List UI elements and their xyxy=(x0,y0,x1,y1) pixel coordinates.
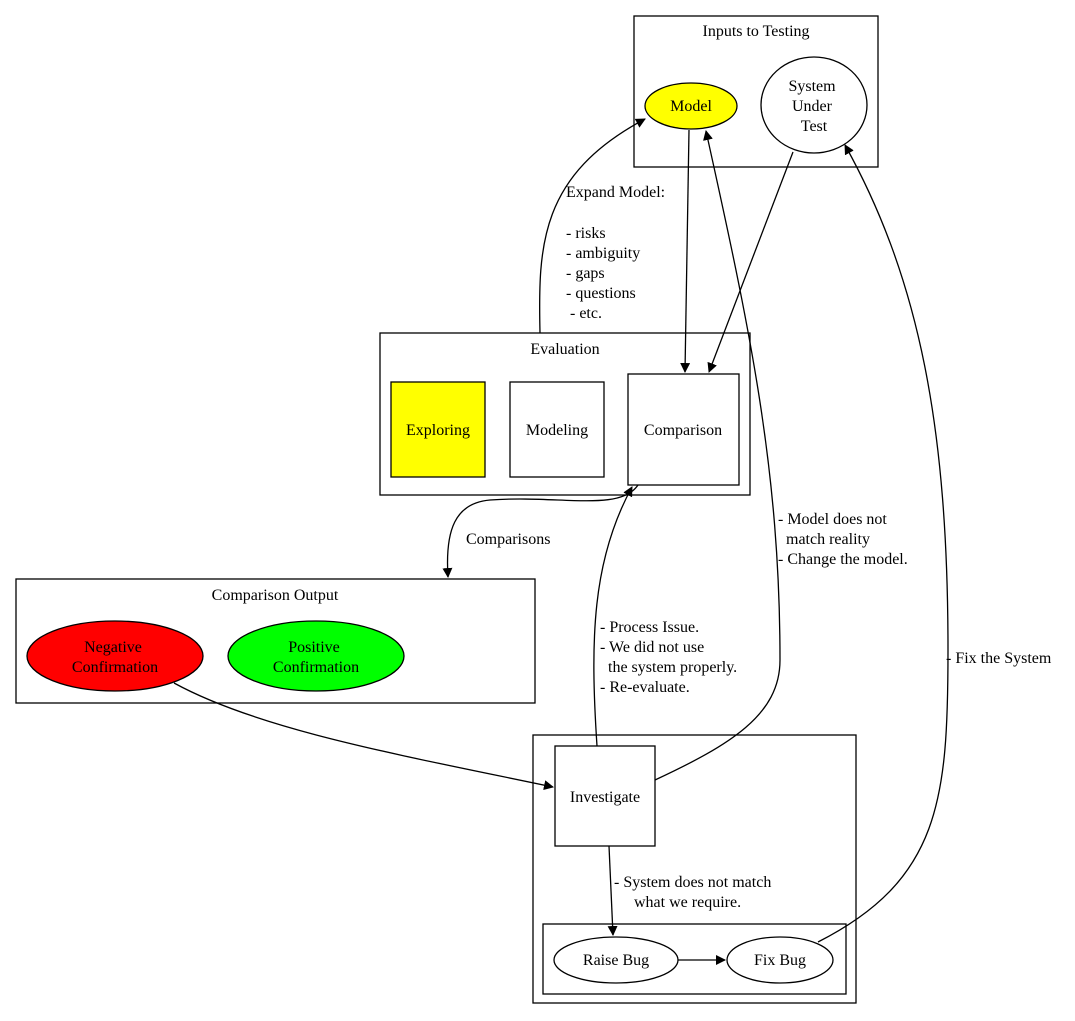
sut-line-1: System xyxy=(788,78,836,95)
label-system-mismatch: - System does not match what we require. xyxy=(614,874,771,911)
cluster-investigation xyxy=(532,734,857,1004)
label-model-mismatch: - Model does not match reality - Change … xyxy=(0,0,920,568)
edge-investigate-to-comparison xyxy=(593,486,633,747)
cluster-evaluation-label: Evaluation xyxy=(530,341,599,358)
svg-text:Positive Confirmation: Positive Confirmation xyxy=(273,639,359,676)
edge-evaluation-to-model xyxy=(538,118,646,334)
node-fix-bug: Fix Bug xyxy=(726,936,834,984)
node-fix-bug-label: Fix Bug xyxy=(754,952,806,969)
label-expand-model: Expand Model: - risks - ambiguity - gaps… xyxy=(0,0,705,322)
cluster-output-label: Comparison Output xyxy=(212,587,339,604)
node-system-under-test: System Under Test xyxy=(760,56,868,154)
node-modeling: Modeling xyxy=(509,381,605,478)
positive-line-1: Positive xyxy=(288,639,340,656)
edge-sut-to-comparison xyxy=(707,151,794,373)
node-investigate-label: Investigate xyxy=(570,789,640,806)
edge-investigate-to-raise-bug xyxy=(607,845,618,936)
edge-model-to-comparison xyxy=(680,129,691,373)
cluster-evaluation: Evaluation xyxy=(379,332,751,496)
node-negative-confirmation: Negative Confirmation xyxy=(26,620,204,692)
node-comparison: Comparison xyxy=(627,373,740,486)
node-raise-bug: Raise Bug xyxy=(553,936,679,984)
svg-text:System Under Test: System Under Test xyxy=(788,78,839,135)
negative-line-2: Confirmation xyxy=(72,659,158,676)
node-exploring: Exploring xyxy=(390,381,486,478)
svg-text:Negative Confirmation: Negative Confirmation xyxy=(72,639,158,676)
edge-comparison-to-output xyxy=(442,484,639,578)
node-investigate: Investigate xyxy=(554,745,656,847)
node-modeling-label: Modeling xyxy=(526,422,588,439)
node-comparison-label: Comparison xyxy=(644,422,722,439)
negative-line-1: Negative xyxy=(84,639,142,656)
label-comparisons: Comparisons xyxy=(466,531,550,548)
edge-investigate-to-model xyxy=(654,130,781,781)
cluster-comparison-output: Comparison Output xyxy=(15,578,536,704)
node-model-label: Model xyxy=(670,98,712,115)
cluster-inputs-label: Inputs to Testing xyxy=(702,23,809,40)
label-fix-system: - Fix the System xyxy=(946,650,1052,667)
node-raise-bug-label: Raise Bug xyxy=(583,952,649,969)
label-process-issue: - Process Issue. - We did not use the sy… xyxy=(0,0,757,696)
edge-fix-bug-to-sut xyxy=(817,144,949,943)
edge-negative-to-investigate xyxy=(173,682,554,791)
node-positive-confirmation: Positive Confirmation xyxy=(227,620,405,692)
sut-line-3: Test xyxy=(801,118,828,135)
positive-line-2: Confirmation xyxy=(273,659,359,676)
node-model: Model xyxy=(644,82,738,130)
cluster-inputs-to-testing: Inputs to Testing xyxy=(633,15,879,168)
sut-line-2: Under xyxy=(792,98,833,115)
cluster-bug-handling xyxy=(542,923,847,995)
node-exploring-label: Exploring xyxy=(406,422,470,439)
